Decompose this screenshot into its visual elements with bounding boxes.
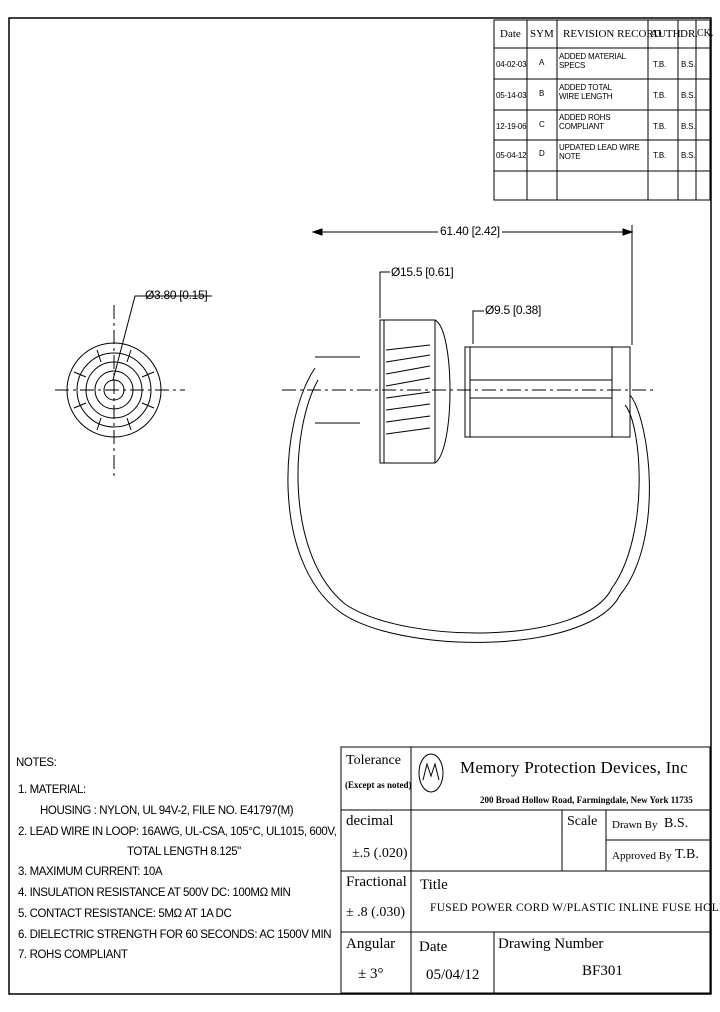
date-label: Date xyxy=(419,939,448,955)
revision-table-grid xyxy=(493,19,711,201)
tolerance-label: Tolerance xyxy=(346,753,401,768)
rev-header-auth: AUTH xyxy=(650,28,681,40)
rev-row-sym: B xyxy=(539,89,545,98)
rev-row-dr: B.S. xyxy=(681,122,696,131)
rev-header-dr: DR. xyxy=(680,28,699,40)
rev-row-date: 12-19-06 xyxy=(496,122,527,131)
end-view xyxy=(55,295,212,480)
company-name: Memory Protection Devices, Inc xyxy=(460,758,688,777)
dim-overall-length: 61.40 [2.42] xyxy=(438,224,502,238)
rev-row-date: 05-14-03 xyxy=(496,91,527,100)
note-line: HOUSING : NYLON, UL 94V-2, FILE NO. E417… xyxy=(40,805,294,817)
fractional-label: Fractional xyxy=(346,874,407,890)
note-line: 1. MATERIAL: xyxy=(18,784,86,796)
note-line: 5. CONTACT RESISTANCE: 5MΩ AT 1A DC xyxy=(18,908,232,920)
rev-row-dr: B.S. xyxy=(681,151,696,160)
rev-header-sym: SYM xyxy=(530,28,554,40)
dim-hole-diameter: Ø3.80 [0.15] xyxy=(145,288,208,302)
rev-row-record: ADDED MATERIAL SPECS xyxy=(559,52,626,70)
approved-by-label: Approved By xyxy=(612,850,672,862)
rev-header-record: REVISION RECORD xyxy=(563,28,662,40)
title-label: Title xyxy=(420,877,448,893)
rev-row-auth: T.B. xyxy=(653,122,666,131)
rev-row-auth: T.B. xyxy=(653,60,666,69)
approved-by-value: T.B. xyxy=(675,847,699,862)
rev-row-record: UPDATED LEAD WIRE NOTE xyxy=(559,143,640,161)
note-line: 7. ROHS COMPLIANT xyxy=(18,949,128,961)
rev-header-date: Date xyxy=(500,28,521,40)
rev-row-sym: C xyxy=(539,120,545,129)
side-view xyxy=(282,225,655,643)
rev-row-sym: A xyxy=(539,58,545,67)
rev-row-auth: T.B. xyxy=(653,151,666,160)
note-line: TOTAL LENGTH 8.125" xyxy=(127,846,241,858)
angular-value: ± 3° xyxy=(358,966,384,982)
note-line: 4. INSULATION RESISTANCE AT 500V DC: 100… xyxy=(18,887,291,899)
tolerance-sub: (Except as noted) xyxy=(345,780,412,790)
note-line: 3. MAXIMUM CURRENT: 10A xyxy=(18,866,163,878)
drawn-by-label: Drawn By xyxy=(612,819,658,831)
fractional-value: ± .8 (.030) xyxy=(346,905,406,920)
rev-row-record: ADDED TOTAL WIRE LENGTH xyxy=(559,83,613,101)
company-logo-mark xyxy=(418,753,444,793)
title-value: FUSED POWER CORD W/PLASTIC INLINE FUSE H… xyxy=(430,902,720,914)
notes-heading: NOTES: xyxy=(16,757,57,769)
decimal-label: decimal xyxy=(346,813,394,829)
drawing-number-label: Drawing Number xyxy=(498,936,604,952)
rev-row-date: 04-02-03 xyxy=(496,60,527,69)
rev-row-date: 05-04-12 xyxy=(496,151,527,160)
note-line: 2. LEAD WIRE IN LOOP: 16AWG, UL-CSA, 105… xyxy=(18,826,337,838)
angular-label: Angular xyxy=(346,936,396,952)
dim-outer-diameter: Ø15.5 [0.61] xyxy=(391,265,454,279)
decimal-value: ±.5 (.020) xyxy=(352,846,408,861)
title-block-grid xyxy=(340,746,711,994)
rev-row-record: ADDED ROHS COMPLIANT xyxy=(559,113,611,131)
rev-row-sym: D xyxy=(539,149,545,158)
rev-row-auth: T.B. xyxy=(653,91,666,100)
note-line: 6. DIELECTRIC STRENGTH FOR 60 SECONDS: A… xyxy=(18,929,332,941)
company-address: 200 Broad Hollow Road, Farmingdale, New … xyxy=(480,795,693,805)
rev-row-dr: B.S. xyxy=(681,91,696,100)
drawn-by-value: B.S. xyxy=(664,816,689,831)
drawing-number-value: BF301 xyxy=(582,963,623,979)
rev-header-ck: CK. xyxy=(697,28,714,39)
rev-row-dr: B.S. xyxy=(681,60,696,69)
date-value: 05/04/12 xyxy=(426,967,480,983)
scale-label: Scale xyxy=(567,814,598,829)
dim-body-diameter: Ø9.5 [0.38] xyxy=(485,303,542,317)
